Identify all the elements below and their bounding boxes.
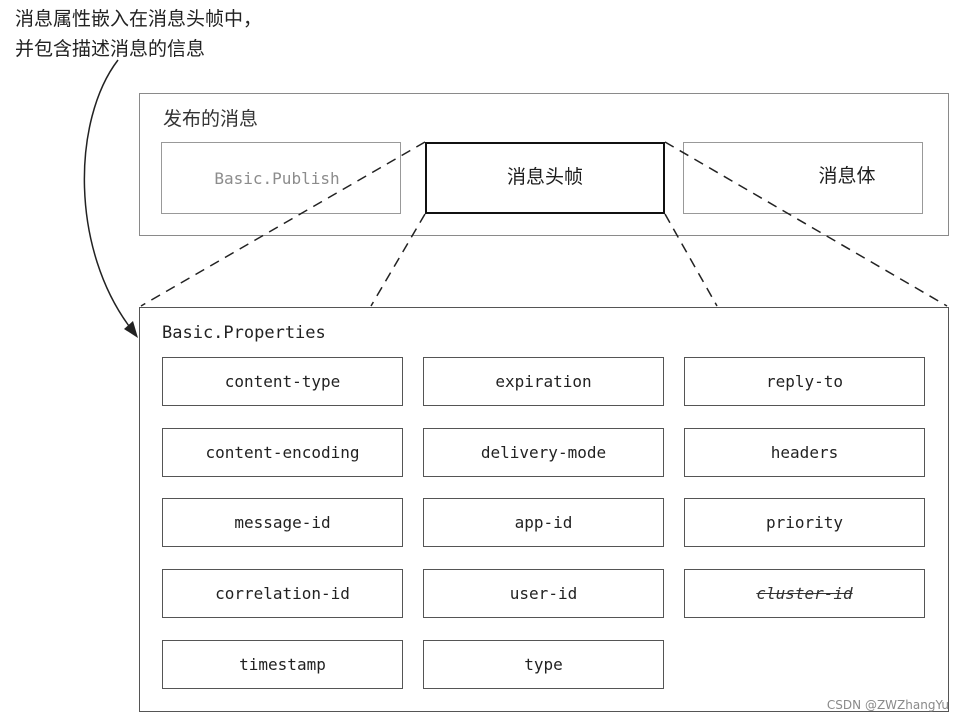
property-cluster-id: cluster-id	[684, 569, 925, 618]
property-label: content-type	[224, 372, 341, 391]
property-label: delivery-mode	[480, 443, 607, 462]
property-content-encoding: content-encoding	[162, 428, 403, 477]
projection-line-left-outer	[140, 141, 426, 307]
projection-line-right-inner	[664, 213, 718, 307]
method-frame-basic-publish: Basic.Publish	[161, 142, 401, 214]
property-label: reply-to	[765, 372, 844, 391]
property-label: priority	[765, 513, 844, 532]
header-frame-label: 消息头帧	[506, 166, 583, 188]
property-content-type: content-type	[162, 357, 403, 406]
property-headers: headers	[684, 428, 925, 477]
property-label: timestamp	[239, 655, 326, 674]
property-label: cluster-id	[756, 584, 853, 603]
annotation-arrow-head	[124, 321, 138, 338]
property-type: type	[423, 640, 664, 689]
annotation-line-1: 消息属性嵌入在消息头帧中，	[15, 8, 263, 30]
published-message-title: 发布的消息	[163, 108, 259, 130]
property-label: correlation-id	[215, 584, 350, 603]
projection-line-left-inner	[370, 213, 426, 307]
property-reply-to: reply-to	[684, 357, 925, 406]
property-label: message-id	[234, 513, 331, 532]
properties-title: Basic.Properties	[162, 323, 326, 343]
property-label: expiration	[495, 372, 592, 391]
published-message-panel	[139, 93, 949, 236]
property-label: headers	[770, 443, 839, 462]
property-app-id: app-id	[423, 498, 664, 547]
projection-lines	[140, 141, 948, 307]
annotation-line-2: 并包含描述消息的信息	[15, 38, 206, 60]
body-frame-label: 消息体	[818, 165, 876, 187]
property-label: user-id	[509, 584, 578, 603]
body-frame: 消息体	[683, 142, 923, 214]
properties-panel	[139, 307, 949, 712]
property-label: type	[524, 655, 563, 674]
property-label: content-encoding	[205, 443, 360, 462]
header-frame: 消息头帧	[425, 142, 665, 214]
annotation-arrow-curve	[83, 59, 133, 331]
property-timestamp: timestamp	[162, 640, 403, 689]
property-correlation-id: correlation-id	[162, 569, 403, 618]
watermark: CSDN @ZWZhangYu	[826, 698, 949, 712]
method-frame-label: Basic.Publish	[214, 168, 340, 188]
property-delivery-mode: delivery-mode	[423, 428, 664, 477]
property-label: app-id	[514, 513, 573, 532]
property-priority: priority	[684, 498, 925, 547]
projection-line-right-outer	[664, 141, 948, 307]
annotation: 消息属性嵌入在消息头帧中， 并包含描述消息的信息	[15, 4, 262, 64]
property-message-id: message-id	[162, 498, 403, 547]
property-expiration: expiration	[423, 357, 664, 406]
property-user-id: user-id	[423, 569, 664, 618]
